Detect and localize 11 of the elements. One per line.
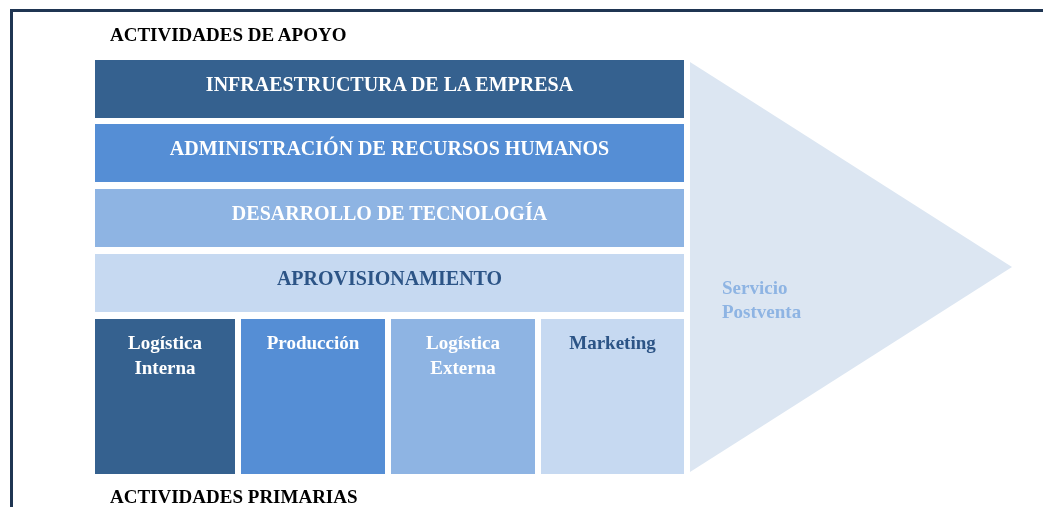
support-activity-bar: DESARROLLO DE TECNOLOGÍA <box>95 189 684 247</box>
primary-activity-column: Producción <box>241 319 385 474</box>
section-heading: ACTIVIDADES PRIMARIAS <box>110 486 358 508</box>
primary-activity-column: Logística Interna <box>95 319 235 474</box>
support-activity-bar: APROVISIONAMIENTO <box>95 254 684 312</box>
support-activity-bar: INFRAESTRUCTURA DE LA EMPRESA <box>95 60 684 118</box>
support-activity-bar: ADMINISTRACIÓN DE RECURSOS HUMANOS <box>95 124 684 182</box>
node-label: Servicio Postventa <box>722 276 803 324</box>
primary-activity-column: Logística Externa <box>391 319 535 474</box>
primary-activity-column: Marketing <box>541 319 684 474</box>
section-heading: ACTIVIDADES DE APOYO <box>110 24 347 46</box>
